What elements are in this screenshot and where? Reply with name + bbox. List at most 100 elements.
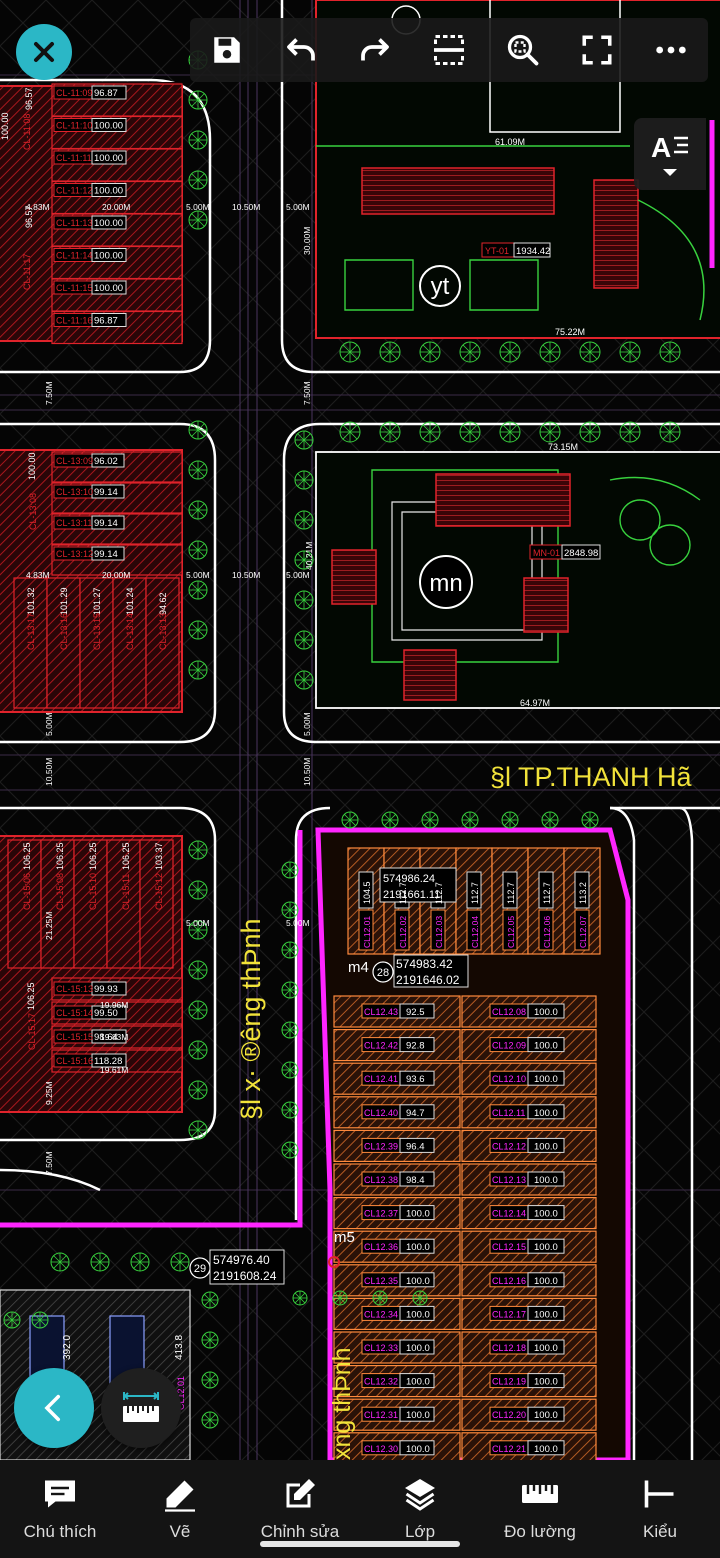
tree-branch	[589, 351, 598, 360]
tree-branch	[209, 1374, 216, 1381]
tree-branch	[374, 1297, 381, 1304]
tree-branch	[629, 351, 638, 360]
lot-cell	[145, 577, 180, 709]
tree-branch	[93, 1255, 101, 1263]
lot-id: CL-11:14	[56, 251, 92, 261]
tool-style[interactable]: Kiểu	[600, 1460, 720, 1558]
tree-symbol	[539, 421, 561, 443]
tree-branch	[11, 1314, 18, 1321]
lot-area: 100.0	[534, 1410, 558, 1421]
lot-area-box	[527, 1171, 565, 1187]
lot-id: CL-15:14	[56, 1008, 93, 1018]
tree-branch	[284, 1064, 291, 1071]
tree-branch	[284, 864, 291, 871]
save-button[interactable]	[199, 22, 255, 78]
lot-cell	[461, 1264, 597, 1297]
lot-area-box	[527, 1205, 565, 1221]
tree-branch	[197, 1003, 205, 1011]
tree-branch	[209, 1334, 216, 1341]
fullscreen-button[interactable]	[569, 22, 625, 78]
tree-branch	[509, 431, 518, 440]
tree-branch	[197, 503, 205, 511]
tree-branch	[303, 633, 311, 641]
lot-area-box	[399, 1272, 435, 1288]
tree-branch	[133, 1261, 141, 1269]
dimension-text: 30.00M	[302, 227, 312, 255]
tree-branch	[173, 1261, 181, 1269]
tree-branch	[469, 431, 478, 440]
tree-symbol	[188, 1080, 208, 1100]
tree-branch	[389, 351, 398, 360]
tree-symbol	[579, 341, 601, 363]
quick-measure-button[interactable]	[101, 1368, 181, 1448]
dimension-text: 40.21M	[304, 542, 314, 570]
lot-area-box	[399, 1406, 435, 1422]
tree-branch	[299, 1297, 306, 1304]
tree-branch	[303, 599, 311, 607]
road-edge	[609, 806, 636, 1460]
lot-area-box	[527, 1373, 565, 1389]
grid-lines	[0, 0, 720, 1460]
redo-button[interactable]	[347, 22, 403, 78]
tool-comment[interactable]: Chú thích	[0, 1460, 120, 1558]
zoom-window-button[interactable]	[495, 22, 551, 78]
tree-branch	[289, 949, 296, 956]
tree-branch	[389, 424, 398, 433]
lot-id: CL-11:09	[56, 88, 92, 98]
tree-branch	[464, 814, 471, 821]
tree-branch	[589, 819, 596, 826]
fit-width-button[interactable]	[421, 22, 477, 78]
close-icon	[34, 42, 54, 62]
undo-button[interactable]	[273, 22, 329, 78]
text-display-toggle[interactable]: A	[634, 118, 706, 190]
collapse-button[interactable]	[14, 1368, 94, 1448]
tool-layers-label: Lớp	[404, 1522, 436, 1541]
more-button[interactable]	[643, 22, 699, 78]
tree-symbol	[619, 341, 641, 363]
lot-area-box	[91, 453, 125, 468]
tree-branch	[509, 424, 518, 433]
tree-branch	[197, 963, 205, 971]
tree-branch	[379, 1292, 386, 1299]
tree-symbol	[501, 811, 519, 829]
tool-draw[interactable]: Vẽ	[120, 1460, 240, 1558]
lot-id: CL12.13	[492, 1175, 526, 1185]
tree-branch	[191, 93, 199, 101]
marker-m4-circle	[372, 961, 394, 983]
tree-branch	[549, 819, 556, 826]
tree-branch	[429, 424, 438, 433]
lot-area: 100.0	[406, 1309, 430, 1320]
tree-branch	[389, 814, 396, 821]
lot-id: CL-13:17	[26, 613, 36, 650]
lot-area-box	[91, 484, 125, 499]
lot-area: 106.25	[22, 842, 32, 870]
tree-symbol	[294, 670, 314, 690]
lot-id: CL12.30	[364, 1444, 398, 1454]
tool-measure[interactable]: Đo lường	[480, 1460, 600, 1558]
lot-id: CL12.39	[364, 1141, 398, 1151]
tree-branch	[191, 543, 199, 551]
close-button[interactable]	[16, 24, 72, 80]
road-edge	[280, 0, 720, 374]
tree-branch	[289, 984, 296, 991]
tree-branch	[464, 819, 471, 826]
tree-branch	[197, 923, 205, 931]
tree-branch	[549, 424, 558, 433]
tool-layers[interactable]: Lớp	[360, 1460, 480, 1558]
lot-id: CL12.31	[364, 1410, 398, 1420]
bottom-toolbar: Chú thích Vẽ Chỉnh sửa Lớp Đo lường	[0, 1460, 720, 1558]
lot-id-box	[430, 909, 446, 951]
tree-branch	[303, 593, 311, 601]
tree-symbol	[188, 620, 208, 640]
lot-area-box	[538, 871, 554, 909]
tree-branch	[209, 1299, 216, 1306]
lot-area-box	[399, 1003, 435, 1019]
coordinate-text: 574986.24	[383, 873, 435, 885]
tree-branch	[191, 1043, 199, 1051]
tool-measure-label: Đo lường	[504, 1522, 576, 1541]
tree-branch	[179, 1261, 187, 1269]
tool-edit[interactable]: Chỉnh sửa	[240, 1460, 360, 1558]
tree-branch	[549, 344, 558, 353]
tree-branch	[584, 814, 591, 821]
